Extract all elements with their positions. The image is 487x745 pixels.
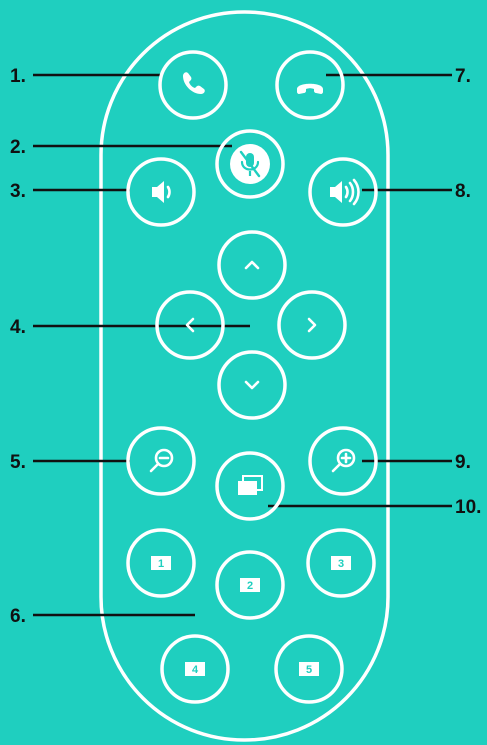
preset-2-number: 2 [247, 580, 253, 592]
preset-4-button[interactable]: 4 [160, 634, 230, 704]
zoom-out-button[interactable] [126, 426, 196, 496]
callout-9: 9. [455, 452, 471, 473]
callout-10: 10. [455, 497, 481, 518]
callout-8: 8. [455, 181, 471, 202]
hang-up-icon [297, 83, 323, 94]
nav-right-button[interactable] [277, 290, 347, 360]
chevron-left-icon [185, 317, 195, 333]
preset-1-box [151, 556, 171, 570]
preset-4-box [185, 662, 205, 676]
chevron-right-icon [307, 317, 317, 333]
windows-icon [238, 475, 263, 495]
remote-body-outline [99, 10, 390, 742]
preset-4-number: 4 [192, 664, 199, 676]
nav-down-button[interactable] [217, 350, 287, 420]
callout-5: 5. [10, 452, 26, 473]
phone-icon [183, 72, 205, 94]
preset-1-button[interactable]: 1 [126, 528, 196, 598]
callout-2: 2. [10, 137, 26, 158]
chevron-up-icon [244, 260, 260, 270]
preset-3-number: 3 [338, 558, 344, 570]
preset-2-box [240, 578, 260, 592]
preset-3-button[interactable]: 3 [306, 528, 376, 598]
chevron-down-icon [244, 380, 260, 390]
speaker-low-icon [152, 181, 171, 203]
preset-5-number: 5 [306, 664, 312, 676]
mute-button[interactable] [215, 129, 285, 199]
nav-up-button[interactable] [217, 230, 287, 300]
zoom-in-icon [331, 448, 356, 473]
callout-7: 7. [455, 66, 471, 87]
volume-down-button[interactable] [126, 157, 196, 227]
hang-up-button[interactable] [275, 50, 345, 120]
preset-3-box [331, 556, 351, 570]
callout-3: 3. [10, 181, 26, 202]
nav-left-button[interactable] [155, 290, 225, 360]
call-button[interactable] [158, 50, 228, 120]
preset-5-button[interactable]: 5 [274, 634, 344, 704]
speaker-high-icon [330, 178, 360, 206]
mic-muted-icon [239, 150, 261, 178]
preset-1-number: 1 [158, 558, 164, 570]
preset-5-box [299, 662, 319, 676]
callout-6: 6. [10, 606, 26, 627]
volume-up-button[interactable] [308, 157, 378, 227]
callout-1: 1. [10, 66, 26, 87]
zoom-in-button[interactable] [308, 426, 378, 496]
zoom-out-icon [149, 448, 174, 473]
preset-2-button[interactable]: 2 [215, 550, 285, 620]
content-share-button[interactable] [215, 451, 285, 521]
callout-4: 4. [10, 317, 26, 338]
